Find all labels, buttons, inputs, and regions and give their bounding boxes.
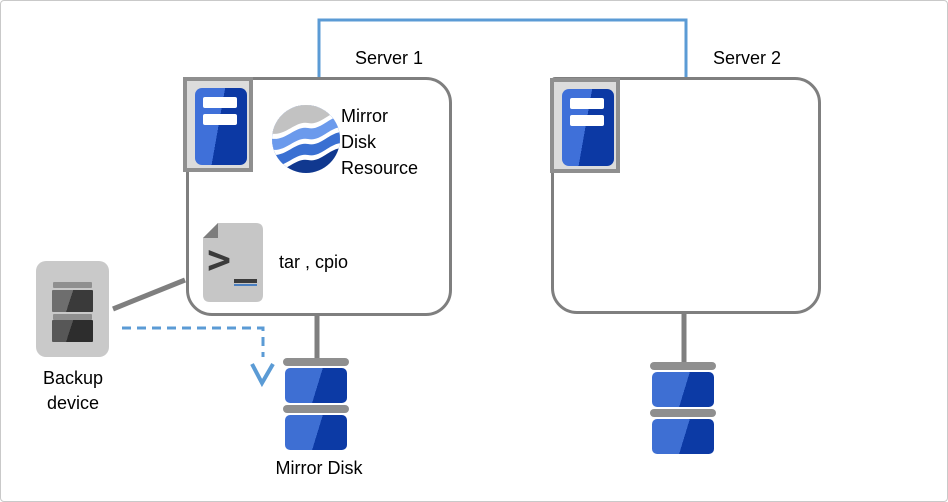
backup-device-icon [36, 261, 109, 357]
mirror-disk-resource-line: Disk [341, 132, 376, 152]
backup-arrow-line [122, 326, 265, 357]
server2-tower-icon [550, 78, 620, 173]
backup-connection-line [112, 277, 186, 312]
backup-device-label: Backup device [13, 366, 133, 416]
disk-platter [285, 415, 347, 450]
mirror-disk-resource-line: Mirror [341, 106, 388, 126]
mirror-disk-resource-icon [272, 105, 340, 173]
server1-mirror-disk-icon [283, 358, 349, 451]
server2-label: Server 2 [712, 48, 782, 68]
disk-cap [650, 409, 716, 417]
mirror-disk-resource-label: Mirror Disk Resource [341, 103, 418, 181]
mirror-disk-resource-line: Resource [341, 158, 419, 178]
tape-slot [52, 290, 93, 312]
disk-platter [285, 368, 347, 403]
tower-bar [570, 115, 604, 126]
disk-cap [283, 405, 349, 413]
tower-bar [570, 98, 604, 109]
disk-cap [650, 362, 716, 370]
tower-body [195, 88, 247, 165]
tower-bar [203, 97, 237, 108]
tape-slot-bar [53, 314, 92, 320]
server2-mirror-disk-icon [650, 362, 716, 455]
server1-label: Server 1 [354, 48, 424, 68]
tape-slot-bar [53, 282, 92, 288]
script-icon: > [203, 223, 263, 302]
mirror-disk-label: Mirror Disk [275, 458, 363, 478]
server1-tower-icon [183, 77, 253, 172]
script-fold [203, 223, 218, 238]
commands-label: tar , cpio [279, 252, 349, 272]
backup-device-line: Backup [42, 368, 104, 388]
disk-platter [652, 419, 714, 454]
arrow-down-icon [250, 362, 275, 388]
disk-cap [283, 358, 349, 366]
tower-body [562, 89, 614, 166]
interconnect-line [317, 18, 688, 78]
tower-bar [203, 114, 237, 125]
prompt-glyph: > [207, 237, 231, 283]
disk-platter [652, 372, 714, 407]
tape-slot [52, 320, 93, 342]
backup-device-line: device [46, 393, 100, 413]
